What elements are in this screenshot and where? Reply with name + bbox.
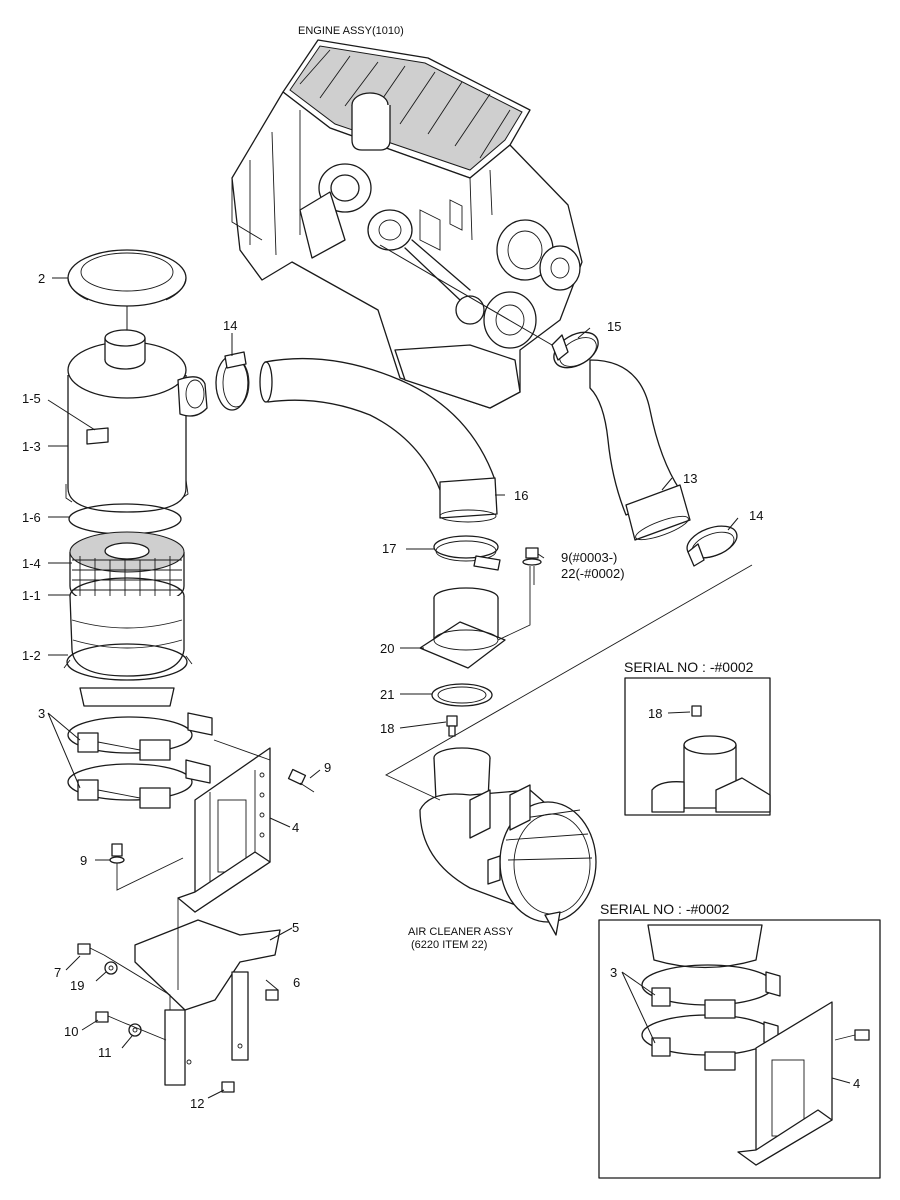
callout-18: 18 bbox=[380, 721, 394, 736]
clamp-17 bbox=[433, 535, 501, 571]
mounting-plate bbox=[134, 919, 281, 1011]
washer-19 bbox=[104, 961, 118, 975]
callout-10: 10 bbox=[64, 1024, 78, 1039]
bolt-7 bbox=[77, 943, 105, 956]
inset-top-serial-label: SERIAL NO : -#0002 bbox=[624, 659, 754, 675]
callout-21: 21 bbox=[380, 687, 394, 702]
callout-2: 2 bbox=[38, 271, 45, 286]
engine-assembly: ENGINE ASSY(1010) bbox=[231, 25, 583, 409]
callout-17: 17 bbox=[382, 541, 396, 556]
inset-bottom-serial-label: SERIAL NO : -#0002 bbox=[600, 901, 730, 917]
callout-1-5: 1-5 bbox=[22, 391, 41, 406]
callout-1-4: 1-4 bbox=[22, 556, 41, 571]
callout-1-3: 1-3 bbox=[22, 439, 41, 454]
callout-12: 12 bbox=[190, 1096, 204, 1111]
sensor-18 bbox=[446, 715, 458, 737]
callout-18-inset: 18 bbox=[648, 706, 662, 721]
callout-9-serial: 9(#0003-) bbox=[561, 550, 617, 565]
callout-20: 20 bbox=[380, 641, 394, 656]
hose-16 bbox=[259, 357, 498, 523]
bolt-10 bbox=[95, 1011, 123, 1023]
callout-14-top: 14 bbox=[223, 318, 237, 333]
callout-4-inset: 4 bbox=[853, 1076, 860, 1091]
nut-12 bbox=[221, 1081, 235, 1093]
callout-9-right: 9 bbox=[324, 760, 331, 775]
callout-1-1: 1-1 bbox=[22, 588, 41, 603]
callout-11: 11 bbox=[98, 1045, 112, 1060]
air-cleaner-exploded bbox=[63, 249, 281, 1086]
clamp-15 bbox=[551, 331, 599, 369]
air-cleaner-assy-label-line2: (6220 ITEM 22) bbox=[411, 939, 487, 951]
callout-3-inset: 3 bbox=[610, 965, 617, 980]
support-leg bbox=[164, 1009, 186, 1086]
callout-5: 5 bbox=[292, 920, 299, 935]
callout-1-6: 1-6 bbox=[22, 510, 41, 525]
filter-element bbox=[69, 531, 185, 605]
nut-6 bbox=[265, 989, 279, 1001]
hose-13 bbox=[589, 359, 691, 541]
adapter-20 bbox=[419, 587, 506, 669]
lower-housing bbox=[69, 577, 185, 677]
air-cleaner-housing bbox=[65, 329, 208, 513]
gasket-21 bbox=[431, 683, 493, 707]
clamp-14-right bbox=[686, 525, 738, 567]
air-cleaner-assy-label-line1: AIR CLEANER ASSY bbox=[408, 926, 514, 938]
inset-serial-top: SERIAL NO : -#0002 bbox=[624, 659, 771, 816]
air-cleaner-cover bbox=[67, 249, 187, 307]
engine-assy-title: ENGINE ASSY(1010) bbox=[298, 25, 404, 37]
air-cleaner-assy bbox=[419, 747, 597, 936]
inset-serial-bottom: SERIAL NO : -#0002 bbox=[598, 901, 881, 1179]
callout-1-2: 1-2 bbox=[22, 648, 41, 663]
mounting-bracket bbox=[177, 747, 271, 913]
callout-15: 15 bbox=[607, 319, 621, 334]
callout-9-left: 9 bbox=[80, 853, 87, 868]
callout-13: 13 bbox=[683, 471, 697, 486]
bolt-9-right bbox=[287, 768, 315, 793]
callout-7: 7 bbox=[54, 965, 61, 980]
callout-labels: 2 14 15 1-5 1-3 16 13 1-6 14 17 9(#0003-… bbox=[22, 271, 860, 1111]
callout-3: 3 bbox=[38, 706, 45, 721]
bolt-9-22 bbox=[522, 547, 542, 585]
clamp-14-top bbox=[215, 351, 250, 411]
callout-22-serial: 22(-#0002) bbox=[561, 566, 625, 581]
mounting-bands bbox=[67, 712, 213, 809]
bottom-ring bbox=[63, 643, 193, 707]
callout-14-right: 14 bbox=[749, 508, 763, 523]
callout-6: 6 bbox=[293, 975, 300, 990]
support-leg-right bbox=[231, 971, 249, 1061]
bolt-9-left bbox=[109, 843, 125, 880]
leader-lines bbox=[47, 244, 753, 1099]
callout-19: 19 bbox=[70, 978, 84, 993]
callout-4: 4 bbox=[292, 820, 299, 835]
callout-16: 16 bbox=[514, 488, 528, 503]
